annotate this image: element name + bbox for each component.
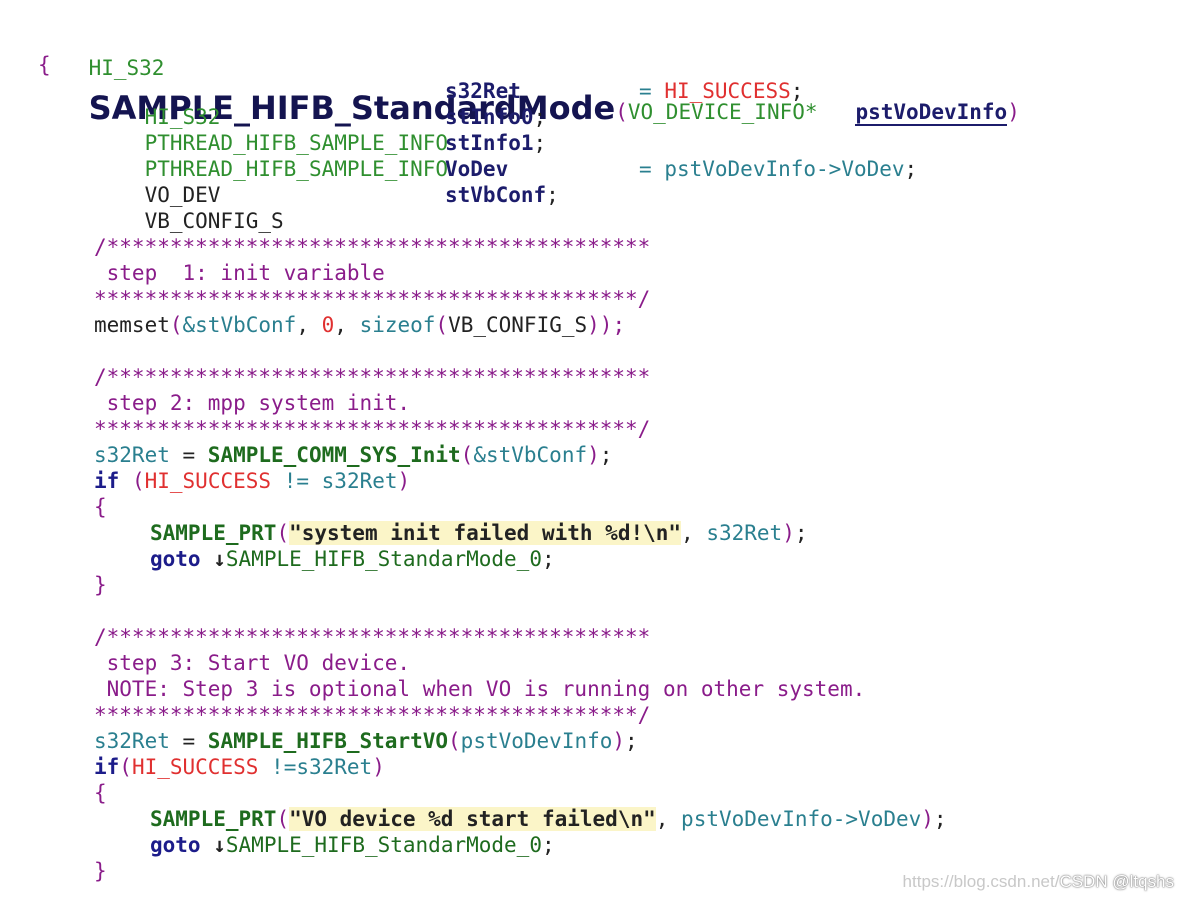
decl-type: PTHREAD_HIFB_SAMPLE_INFO	[144, 157, 449, 181]
decl-type: VO_DEV	[144, 183, 221, 207]
decl-name: s32Ret	[445, 79, 521, 103]
comment-note: NOTE: Step 3 is optional when VO is runn…	[94, 677, 866, 701]
decl-init-value: HI_SUCCESS	[664, 79, 791, 103]
open-paren: (	[615, 100, 628, 124]
decl-type: VB_CONFIG_S	[144, 209, 284, 233]
watermark-brand: CSDN @ltqshs	[1059, 872, 1174, 891]
watermark: https://blog.csdn.net/CSDN @ltqshs	[903, 872, 1174, 892]
string-literal: "system init failed with %d!\n"	[289, 521, 682, 545]
goto-arrow-icon: ↓	[213, 833, 226, 857]
decl-type: HI_S32	[144, 105, 221, 129]
decl-type: PTHREAD_HIFB_SAMPLE_INFO	[144, 131, 449, 155]
decl-init-value: pstVoDevInfo->VoDev	[664, 157, 905, 181]
decl-eq: =	[639, 79, 652, 103]
decl-eq: =	[639, 157, 652, 181]
goto-label-link[interactable]: SAMPLE_HIFB_StandarMode_0	[225, 833, 542, 857]
comment-close: ****************************************…	[94, 287, 651, 311]
decl-line: VO_DEV VoDev = pstVoDevInfo->VoDev;	[144, 157, 918, 207]
decl-name: stInfo1	[445, 131, 534, 155]
memset-line: memset(&stVbConf, 0, sizeof(VB_CONFIG_S)…	[94, 313, 626, 337]
function-name: SAMPLE_HIFB_StandardMode	[88, 89, 616, 127]
comment-step1: step 1: init variable	[94, 261, 385, 285]
comment-open: /***************************************…	[94, 235, 651, 259]
goto-line: goto ↓SAMPLE_HIFB_StandarMode_0;	[150, 833, 555, 857]
comment-close: ****************************************…	[94, 703, 651, 727]
close-paren: )	[1007, 100, 1020, 124]
code-editor: HI_S32 SAMPLE_HIFB_StandardMode(VO_DEVIC…	[38, 8, 1020, 884]
watermark-url: https://blog.csdn.net/	[902, 872, 1060, 891]
decl-name: stInfo0	[445, 105, 534, 129]
decl-name: stVbConf	[445, 183, 547, 207]
prt-line: SAMPLE_PRT("VO device %d start failed\n"…	[150, 807, 947, 831]
assign-line: s32Ret = SAMPLE_COMM_SYS_Init(&stVbConf)…	[94, 443, 613, 467]
string-literal: "VO device %d start failed\n"	[289, 807, 656, 831]
decl-line: VB_CONFIG_S stVbConf;	[144, 183, 559, 233]
if-line: if(HI_SUCCESS !=s32Ret)	[94, 755, 385, 779]
block-close-brace: }	[94, 573, 107, 597]
goto-label-link[interactable]: SAMPLE_HIFB_StandarMode_0	[225, 547, 542, 571]
param-type: VO_DEVICE_INFO*	[627, 100, 818, 124]
goto-line: goto ↓SAMPLE_HIFB_StandarMode_0;	[150, 547, 555, 571]
if-line: if (HI_SUCCESS != s32Ret)	[94, 469, 411, 493]
prt-line: SAMPLE_PRT("system init failed with %d!\…	[150, 521, 808, 545]
decl-name: VoDev	[445, 157, 509, 181]
decl-line: HI_S32 s32Ret = HI_SUCCESS;	[144, 79, 804, 129]
decl-line: PTHREAD_HIFB_SAMPLE_INFO stInfo1;	[144, 131, 547, 181]
function-signature: HI_S32 SAMPLE_HIFB_StandardMode(VO_DEVIC…	[38, 8, 1020, 127]
decl-line: PTHREAD_HIFB_SAMPLE_INFO stInfo0;	[144, 105, 547, 155]
goto-arrow-icon: ↓	[213, 547, 226, 571]
param-name[interactable]: pstVoDevInfo	[855, 100, 1008, 126]
block-close-brace: }	[94, 859, 107, 883]
block-open-brace: {	[94, 495, 107, 519]
assign-line: s32Ret = SAMPLE_HIFB_StartVO(pstVoDevInf…	[94, 729, 638, 753]
comment-open: /***************************************…	[94, 625, 651, 649]
comment-open: /***************************************…	[94, 365, 651, 389]
function-open-brace: {	[38, 53, 51, 77]
comment-close: ****************************************…	[94, 417, 651, 441]
comment-step2: step 2: mpp system init.	[94, 391, 411, 415]
block-open-brace: {	[94, 781, 107, 805]
return-type: HI_S32	[88, 56, 165, 80]
comment-step3: step 3: Start VO device.	[94, 651, 411, 675]
